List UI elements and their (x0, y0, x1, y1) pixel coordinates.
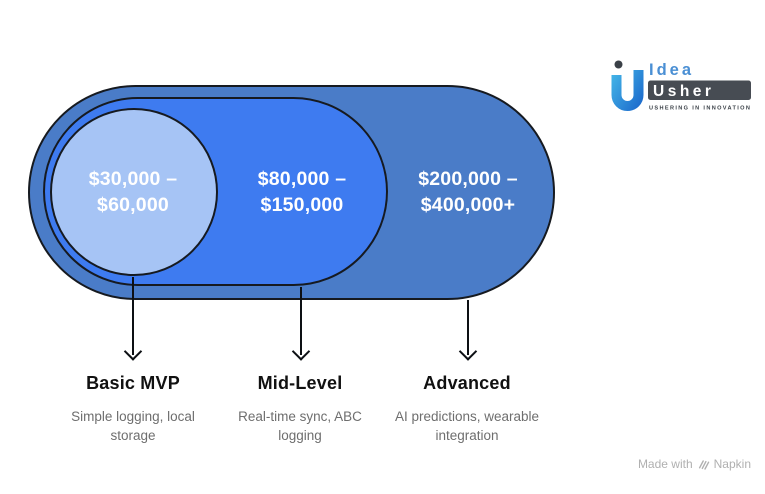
price-line: $30,000 – (88, 168, 178, 190)
price-line: $200,000 – (418, 168, 518, 190)
tier-description-mid-level: Real-time sync, ABC logging (238, 409, 362, 443)
price-line: $400,000+ (420, 193, 516, 216)
price-range-basic-mvp: $30,000 – $60,000 (51, 167, 215, 218)
tier-title-mid-level: Mid-Level (257, 373, 343, 393)
price-line: $60,000 (97, 193, 169, 216)
logo-u-icon (611, 70, 644, 111)
idea-usher-logo-graphic: Idea Usher USHERING IN INNOVATION (611, 60, 751, 112)
tier-shape-basic-mvp (50, 108, 218, 276)
price-range-advanced: $200,000 – $400,000+ (386, 167, 550, 218)
arrow-down-advanced (467, 300, 469, 355)
logo-tagline: USHERING IN INNOVATION (649, 106, 751, 112)
tier-title-basic-mvp: Basic MVP (86, 373, 180, 393)
price-line: $150,000 (260, 193, 344, 216)
tier-description-advanced: AI predictions, wearable integration (394, 409, 540, 443)
made-with-napkin: Made with Napkin (638, 457, 751, 471)
napkin-brand-text: Napkin (713, 457, 751, 471)
arrow-down-basic-mvp (132, 277, 134, 355)
idea-usher-logo: Idea Usher USHERING IN INNOVATION (611, 56, 753, 114)
logo-dot-icon (614, 60, 623, 69)
price-range-mid-level: $80,000 – $150,000 (220, 167, 384, 218)
price-line: $80,000 – (257, 168, 347, 190)
tier-title-advanced: Advanced (423, 373, 511, 393)
napkin-icon (697, 458, 710, 471)
arrow-down-mid-level (300, 287, 302, 355)
tier-description-basic-mvp: Simple logging, local storage (71, 409, 195, 443)
logo-usher-box (648, 80, 751, 100)
logo-word-usher: Usher (653, 83, 714, 100)
logo-word-idea: Idea (649, 61, 694, 79)
made-with-text: Made with (637, 457, 693, 471)
